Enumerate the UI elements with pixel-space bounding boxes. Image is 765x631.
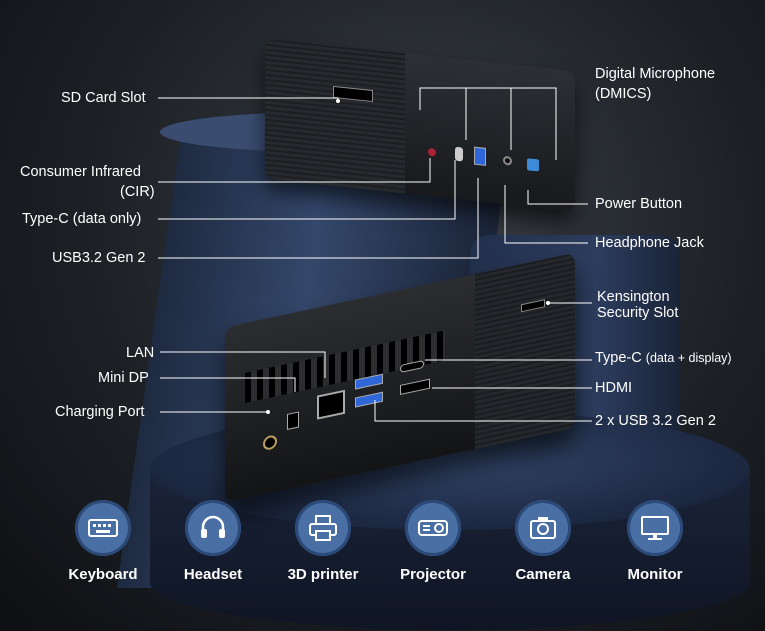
label-type-c-display: Type-C (data + display) xyxy=(595,348,732,368)
label-security-slot: Security Slot xyxy=(597,305,679,321)
printer-icon xyxy=(295,500,351,556)
label-headphone-jack: Headphone Jack xyxy=(595,235,704,251)
label-2x-usb: 2 x USB 3.2 Gen 2 xyxy=(595,413,716,429)
label-sd-card-slot: SD Card Slot xyxy=(61,90,146,106)
device-label: Keyboard xyxy=(68,566,138,583)
label-usb32-gen2: USB3.2 Gen 2 xyxy=(52,250,146,266)
device-label: Camera xyxy=(515,566,571,583)
label-consumer-infrared: Consumer Infrared xyxy=(20,164,141,180)
label-type-c-display-sub: (data + display) xyxy=(645,351,732,365)
label-mini-dp: Mini DP xyxy=(98,370,149,386)
headset-icon xyxy=(185,500,241,556)
label-kensington: Kensington xyxy=(597,289,670,305)
compatible-devices-row: Keyboard Headset 3D printer Projector Ca… xyxy=(0,500,765,631)
label-charging-port: Charging Port xyxy=(55,404,145,420)
device-item-headset: Headset xyxy=(158,500,268,583)
device-item-3d-printer: 3D printer xyxy=(268,500,378,583)
device-item-projector: Projector xyxy=(378,500,488,583)
keyboard-icon xyxy=(75,500,131,556)
label-dmics: (DMICS) xyxy=(595,86,652,102)
device-label: 3D printer xyxy=(287,566,359,583)
label-power-button: Power Button xyxy=(595,196,683,212)
device-label: Monitor xyxy=(627,566,683,583)
label-cir: (CIR) xyxy=(120,184,155,200)
monitor-icon xyxy=(627,500,683,556)
device-item-camera: Camera xyxy=(488,500,598,583)
camera-icon xyxy=(515,500,571,556)
device-item-keyboard: Keyboard xyxy=(48,500,158,583)
projector-icon xyxy=(405,500,461,556)
label-lan: LAN xyxy=(126,345,155,361)
label-type-c-display-main: Type-C xyxy=(595,350,642,366)
label-type-c-data-only: Type-C (data only) xyxy=(22,211,142,227)
device-label: Projector xyxy=(400,566,466,583)
device-label: Headset xyxy=(183,566,243,583)
device-item-monitor: Monitor xyxy=(600,500,710,583)
label-digital-microphone: Digital Microphone xyxy=(595,66,716,82)
label-hdmi: HDMI xyxy=(595,380,633,396)
